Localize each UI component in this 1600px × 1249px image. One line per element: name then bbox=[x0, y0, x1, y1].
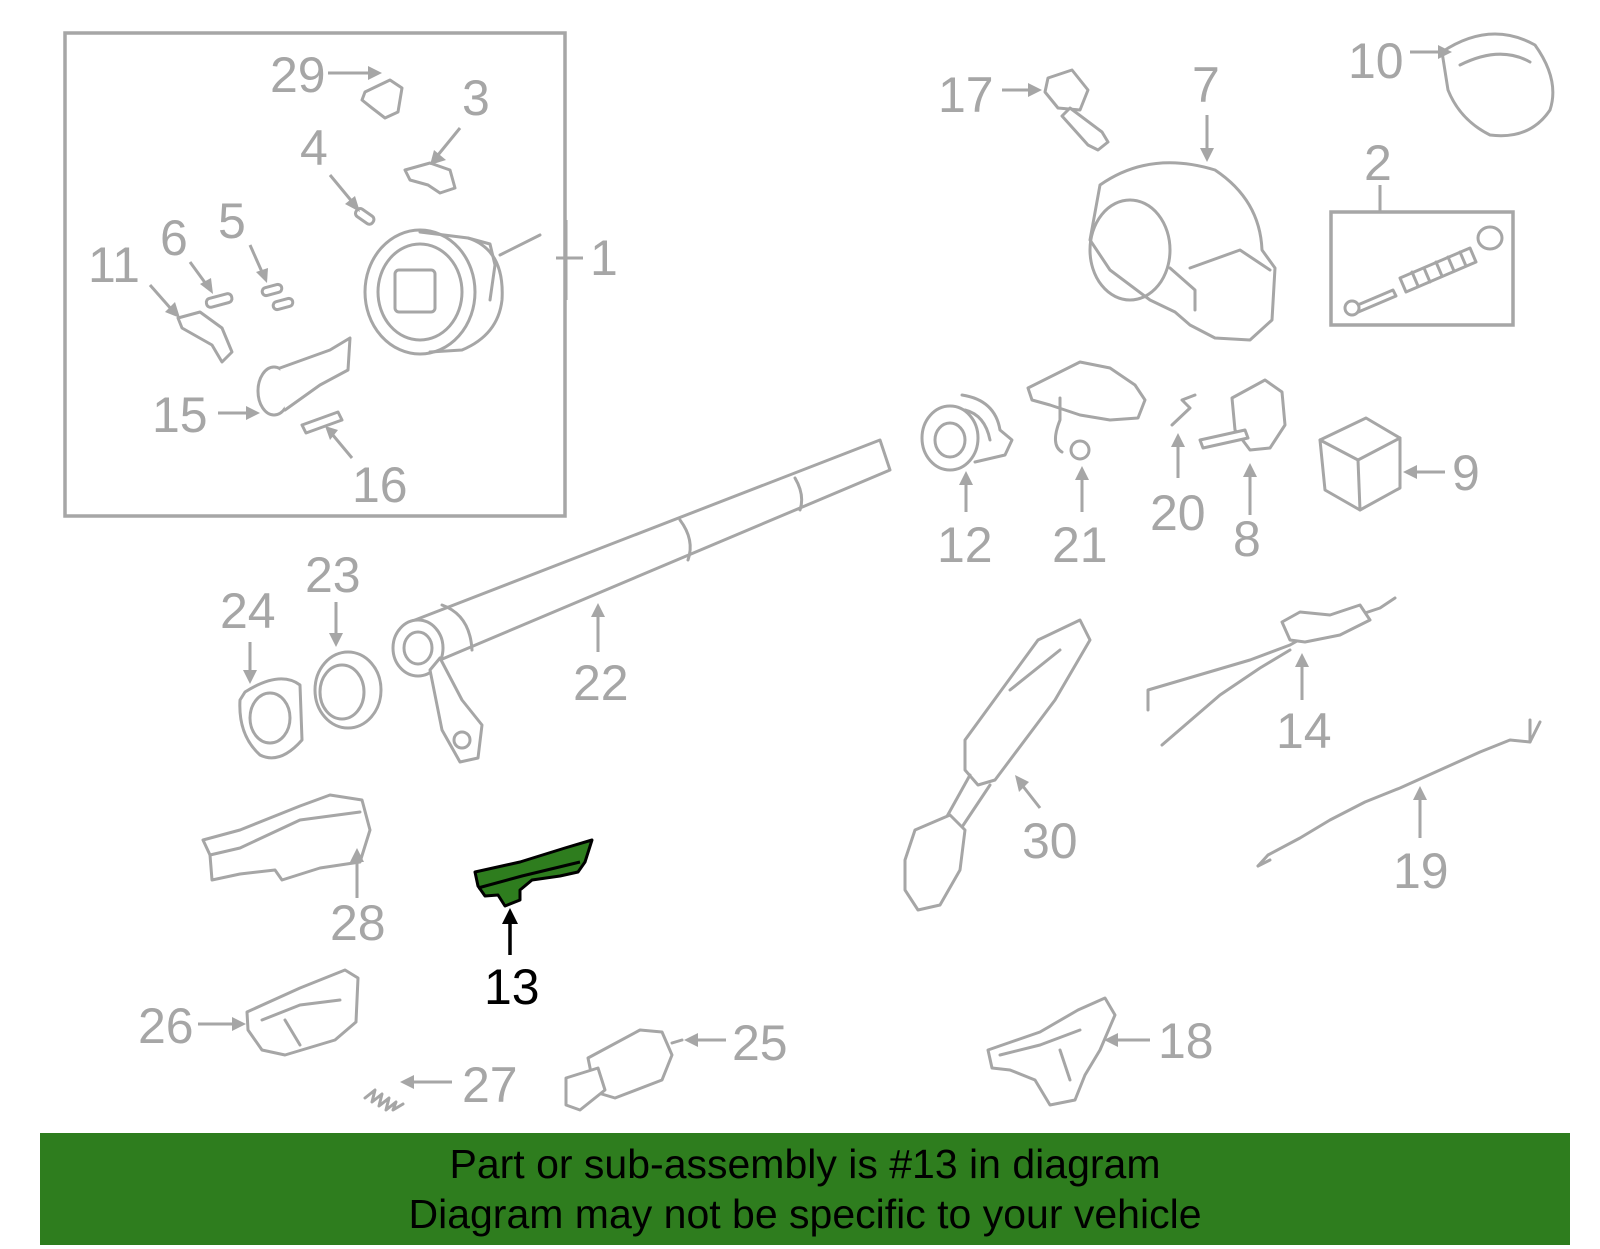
callout-14: 14 bbox=[1276, 703, 1332, 759]
part-4-pin bbox=[328, 174, 376, 226]
callout-2: 2 bbox=[1364, 135, 1392, 191]
part-8-actuator bbox=[1198, 378, 1287, 515]
callout-20: 20 bbox=[1150, 485, 1206, 541]
callout-23: 23 bbox=[305, 547, 361, 603]
banner-line-1: Part or sub-assembly is #13 in diagram bbox=[449, 1141, 1161, 1187]
callout-26: 26 bbox=[138, 998, 194, 1054]
callout-3: 3 bbox=[462, 70, 490, 126]
callout-16: 16 bbox=[352, 457, 408, 513]
part-1-lock-housing bbox=[363, 220, 583, 356]
callout-10: 10 bbox=[1348, 33, 1404, 89]
callout-18: 18 bbox=[1158, 1013, 1214, 1069]
part-10-cover bbox=[1410, 32, 1555, 138]
part-21-switch-assembly bbox=[1026, 360, 1147, 512]
part-18-lock-actuator bbox=[986, 996, 1150, 1107]
part-30-intermediate-shaft bbox=[903, 618, 1092, 912]
callout-12: 12 bbox=[937, 517, 993, 573]
callout-11: 11 bbox=[88, 237, 140, 293]
part-23-bearing bbox=[313, 602, 383, 730]
part-29-clip bbox=[328, 66, 404, 120]
callout-29: 29 bbox=[270, 47, 326, 103]
part-9-module bbox=[1318, 416, 1445, 512]
callout-30: 30 bbox=[1022, 813, 1078, 869]
callout-22: 22 bbox=[573, 655, 629, 711]
callout-5: 5 bbox=[218, 193, 246, 249]
callout-27: 27 bbox=[462, 1057, 518, 1113]
part-13-highlighted[interactable] bbox=[473, 838, 594, 955]
part-6-pin bbox=[188, 261, 234, 309]
part-5-pins bbox=[248, 244, 295, 312]
callout-21: 21 bbox=[1052, 517, 1108, 573]
part-22-column-jacket bbox=[391, 438, 892, 764]
part-2-kit bbox=[1343, 185, 1504, 317]
callout-7: 7 bbox=[1192, 57, 1220, 113]
part-25-solenoid bbox=[564, 1028, 726, 1112]
callout-15: 15 bbox=[152, 387, 208, 443]
callout-4: 4 bbox=[300, 120, 328, 176]
part-14-harness bbox=[1146, 596, 1397, 747]
callout-24: 24 bbox=[220, 583, 276, 639]
part-12-switch bbox=[920, 393, 1014, 512]
part-17-sensor bbox=[1002, 68, 1110, 152]
callout-13: 13 bbox=[484, 959, 540, 1015]
part-11-lever bbox=[148, 284, 234, 364]
callout-28: 28 bbox=[330, 895, 386, 951]
callout-8: 8 bbox=[1233, 511, 1261, 567]
part-28-bracket bbox=[201, 793, 372, 898]
callout-17: 17 bbox=[938, 67, 994, 123]
info-banner: Part or sub-assembly is #13 in diagram D… bbox=[40, 1133, 1570, 1245]
callout-1: 1 bbox=[590, 230, 618, 286]
callout-6: 6 bbox=[160, 210, 188, 266]
callout-9: 9 bbox=[1452, 445, 1480, 501]
part-15-lock-cylinder bbox=[218, 336, 352, 420]
part-16-retainer bbox=[300, 410, 354, 459]
callout-19: 19 bbox=[1393, 843, 1449, 899]
part-3-spring bbox=[403, 127, 462, 195]
part-26-cover bbox=[198, 968, 360, 1057]
assembly-2-group-box bbox=[1329, 210, 1515, 327]
part-24-ring bbox=[238, 642, 304, 760]
assembly-1-group-box bbox=[63, 31, 567, 518]
part-19-cable bbox=[1256, 718, 1542, 868]
banner-line-2: Diagram may not be specific to your vehi… bbox=[408, 1191, 1202, 1237]
callout-25: 25 bbox=[732, 1015, 788, 1071]
part-27-spring bbox=[363, 1075, 452, 1112]
part-7-housing bbox=[1088, 115, 1277, 342]
part-20-spring bbox=[1170, 393, 1197, 478]
